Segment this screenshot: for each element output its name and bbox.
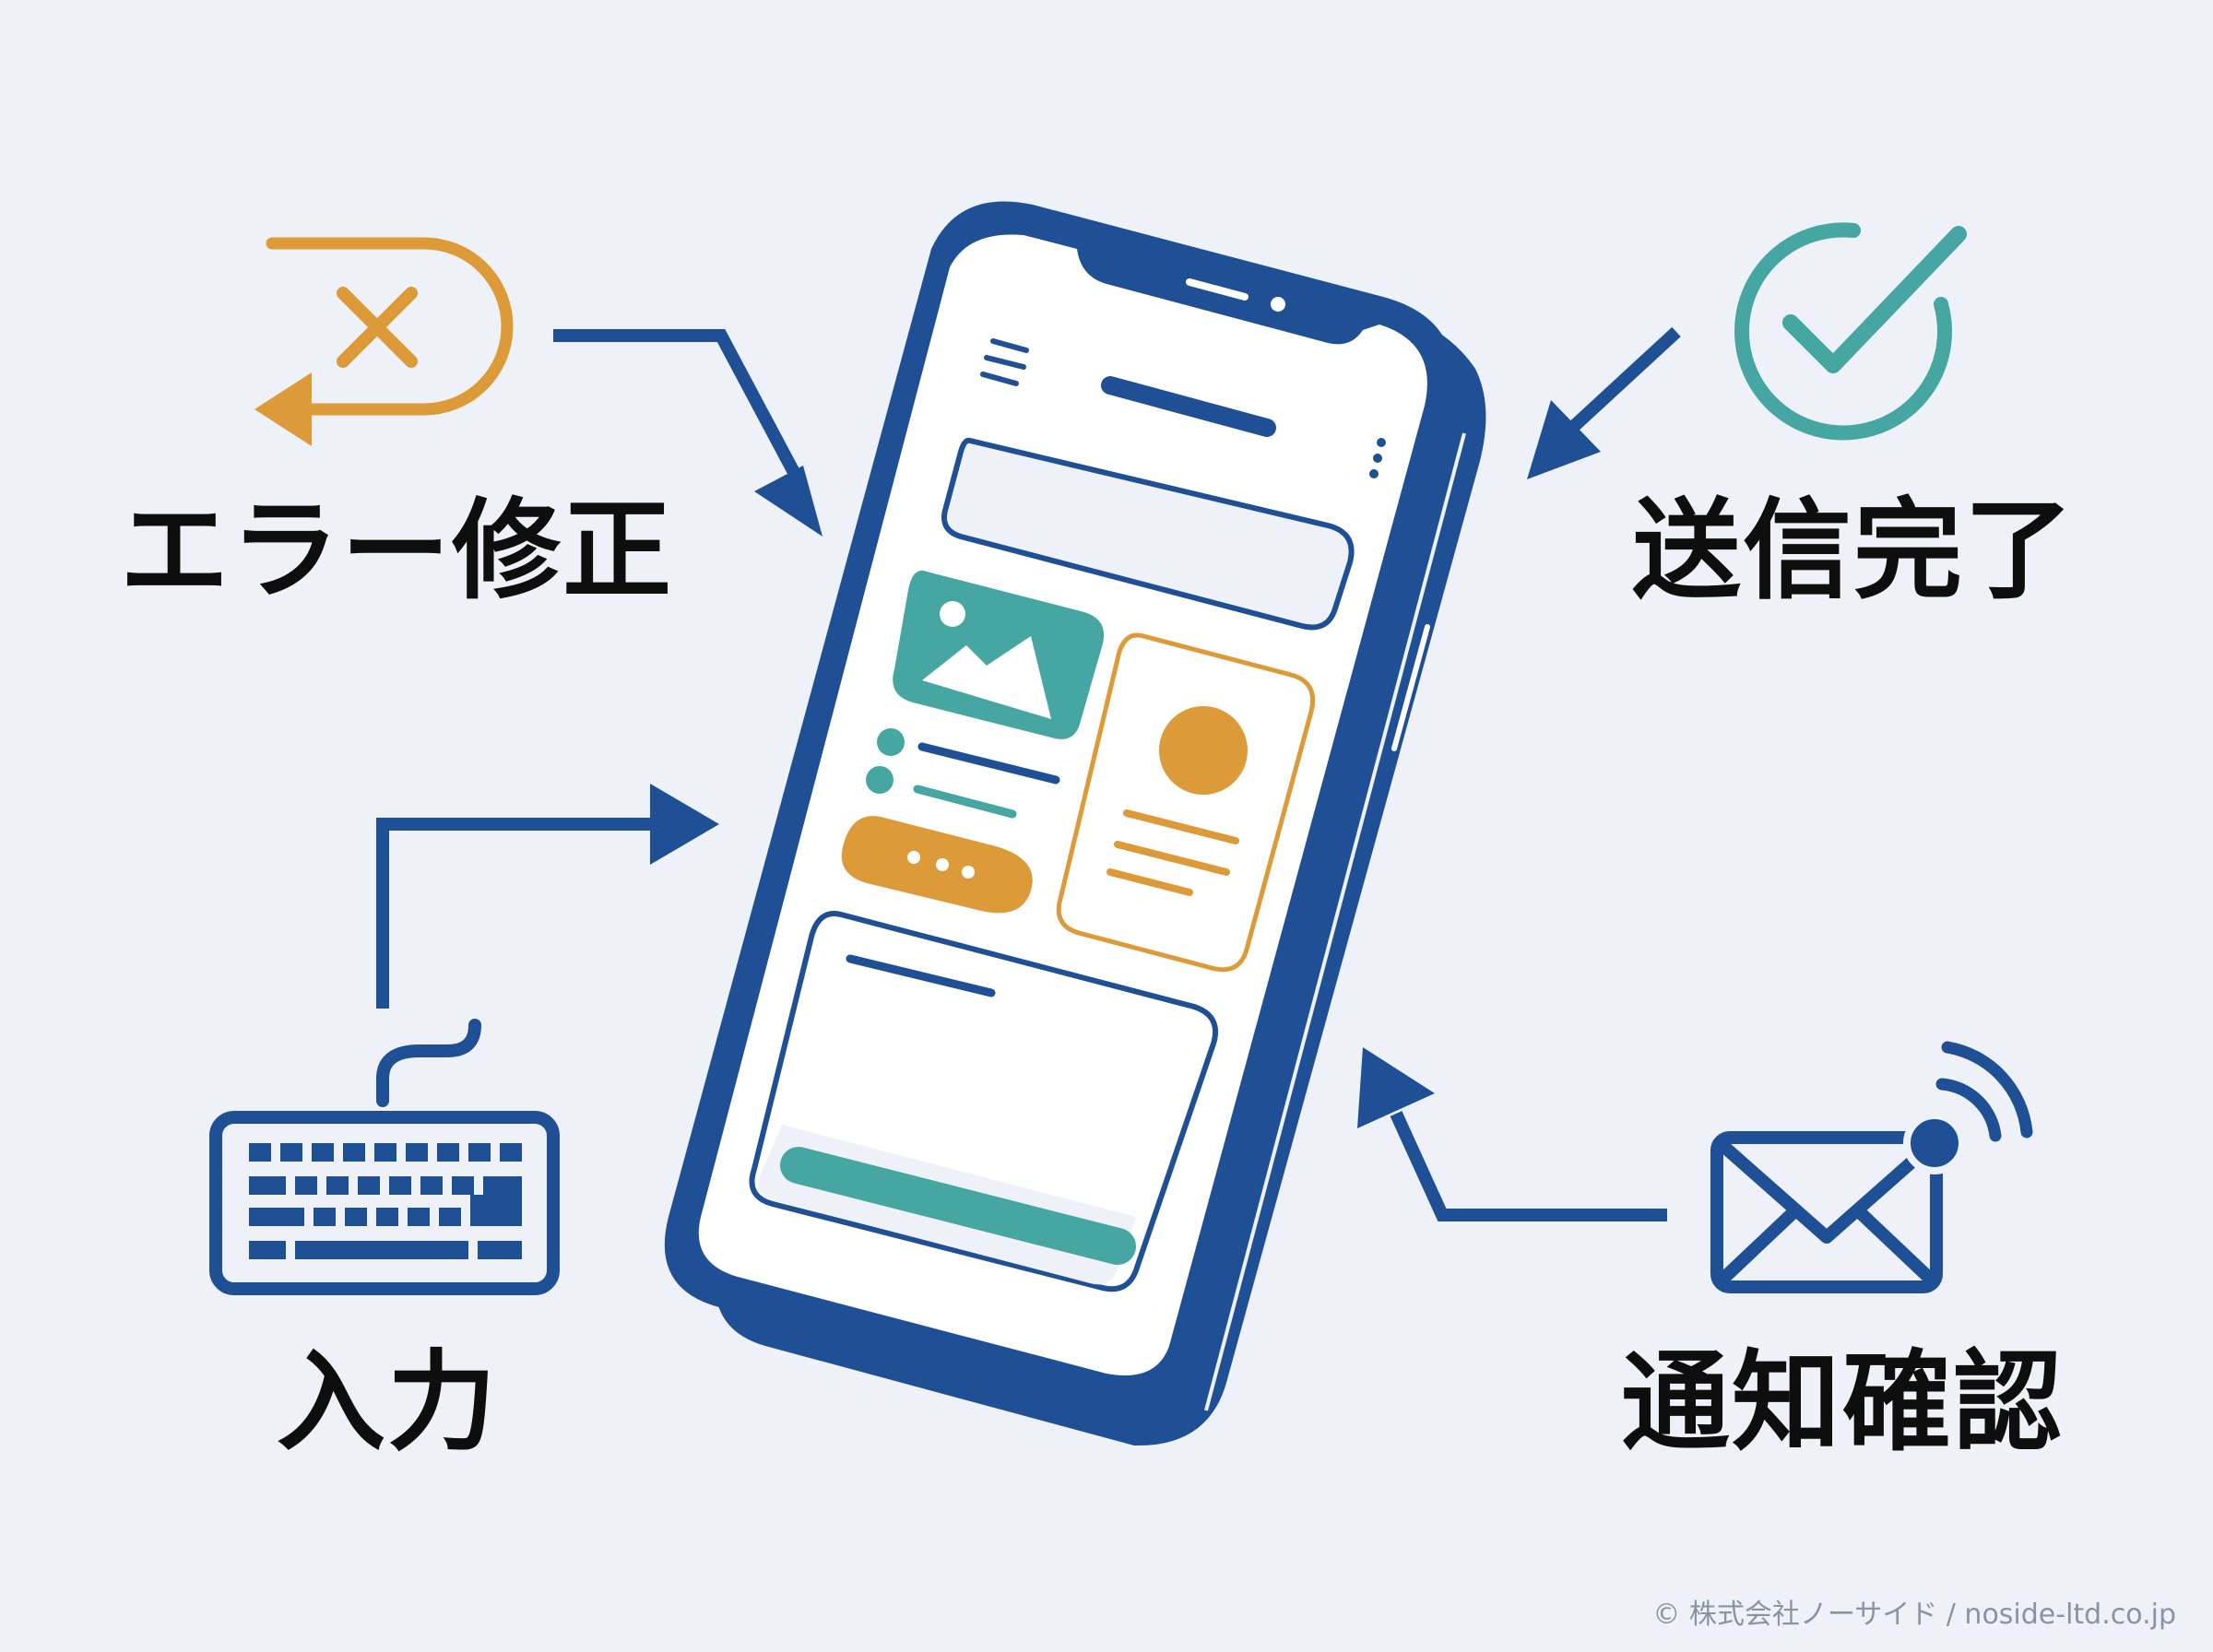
list-bullet <box>866 766 893 794</box>
label-send-complete: 送信完了 <box>1632 487 2076 614</box>
phone-side-line <box>1204 432 1466 1411</box>
arrow-error-to-phone <box>553 329 822 537</box>
smartphone <box>664 201 1486 1446</box>
envelope-with-signal-icon <box>1710 1041 2033 1293</box>
copyright-notice: © 株式会社ノーサイド / noside-ltd.co.jp <box>1652 1599 2176 1631</box>
arrow-notice-to-phone <box>1357 1047 1667 1221</box>
image-card-mountains <box>922 636 1051 719</box>
text-line <box>917 742 1060 785</box>
app-title-bar <box>1101 376 1276 437</box>
submit-button[interactable] <box>780 1147 1136 1265</box>
phone-home-indicator <box>835 1305 1004 1356</box>
list-bullet <box>877 728 905 756</box>
phone-side-button <box>1391 624 1430 751</box>
keyboard-icon <box>209 1019 560 1295</box>
typing-dot <box>907 851 920 864</box>
phone-camera <box>1271 297 1285 312</box>
arrow-sent-to-phone <box>1527 326 1681 479</box>
search-field[interactable] <box>941 437 1355 631</box>
typing-dot <box>936 858 949 871</box>
x-with-return-arrow-icon <box>254 237 514 446</box>
text-line <box>913 785 1017 819</box>
profile-avatar <box>1159 706 1248 795</box>
profile-text-line <box>1106 868 1193 896</box>
label-input: 入力 <box>277 1339 499 1466</box>
arrow-input-to-phone <box>376 784 719 1009</box>
hamburger-menu-icon[interactable] <box>980 338 1029 386</box>
profile-text-line <box>1114 841 1230 876</box>
typing-dot <box>962 866 975 879</box>
label-notification-check: 通知確認 <box>1621 1339 2065 1466</box>
label-error-fix: エラー修正 <box>120 487 674 614</box>
profile-text-line <box>1123 809 1239 844</box>
image-card-sun <box>940 601 965 627</box>
phone-speaker <box>1186 278 1249 301</box>
circle-checkmark-icon <box>1734 222 1967 441</box>
more-options-icon[interactable] <box>1369 438 1386 478</box>
profile-card[interactable] <box>1056 632 1316 973</box>
form-card-heading <box>846 954 996 997</box>
